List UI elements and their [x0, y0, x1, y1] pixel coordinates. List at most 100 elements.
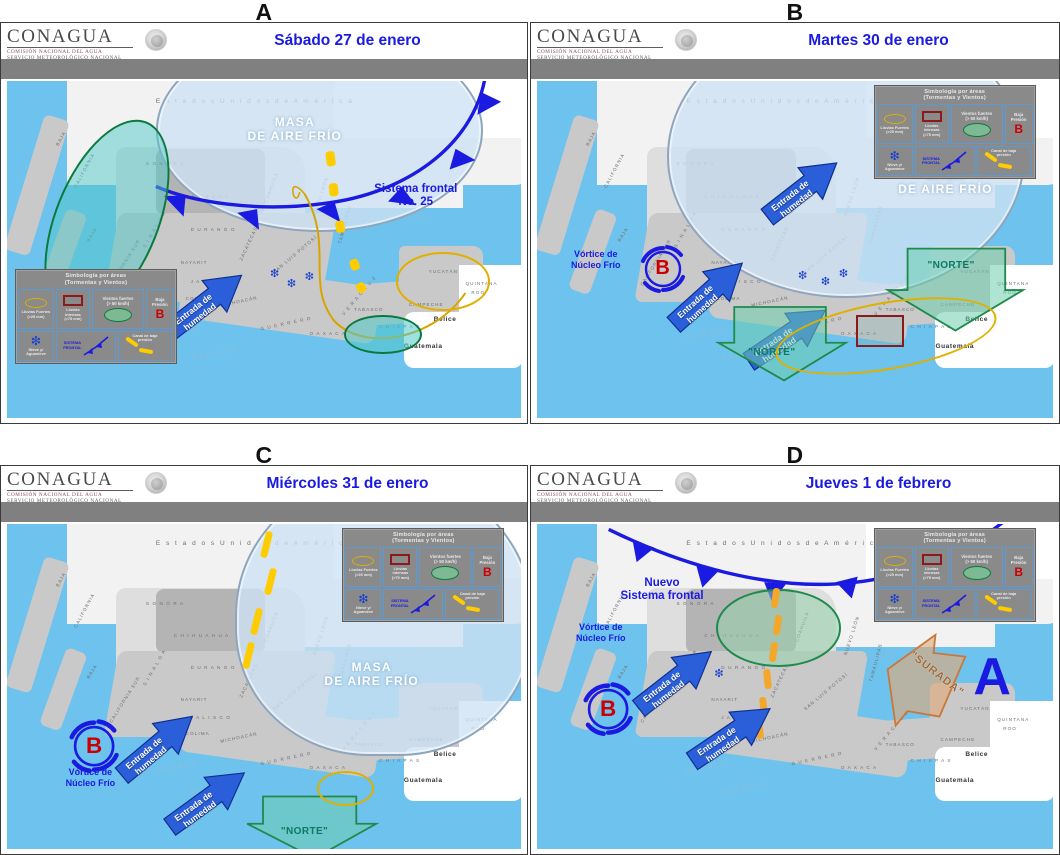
frontal-system-line1: Sistema frontal [374, 182, 458, 195]
legend-caption: Canal de baja [991, 590, 1017, 596]
state-label: COLIMA [185, 731, 210, 737]
legend-cell-strong-wind[interactable]: Vientos fuertes(> 50 km/h) [419, 546, 472, 587]
legend-cell-intense-rain[interactable]: Lluvias intensas(>75 mm) [383, 546, 418, 587]
conagua-subtitle-2: SERVICIO METEOROLÓGICO NACIONAL [7, 498, 122, 504]
state-label: J A L I S C O [190, 714, 231, 720]
yellow-dash-icon [997, 162, 1012, 170]
panel-letter-b: B [786, 0, 804, 25]
legend-cell-heavy-rain[interactable]: Lluvias Fuertes(>25 mm) [345, 546, 382, 587]
state-label: QUINTANA [997, 716, 1030, 722]
air-mass-line2: DE AIRE FRÍO [247, 128, 343, 143]
green-ellipse-icon [431, 565, 460, 580]
snowflake-icon: ❇ [286, 277, 297, 290]
legend-cell-snow[interactable]: ❇Nieve y/Aguanieve [17, 330, 54, 361]
legend-caption: (>75 mm) [64, 316, 82, 322]
legend-caption: Lluvias Fuertes [21, 309, 51, 315]
cold-front-icon [83, 335, 109, 356]
norte-label: "NORTE" [280, 826, 329, 838]
state-label: NAYARIT [180, 696, 208, 702]
vortex-line2: Núcleo Frío [575, 633, 626, 644]
legend-caption: presión [996, 151, 1011, 157]
state-label: C H I A P A S [379, 758, 421, 764]
legend-cell-heavy-rain[interactable]: Lluvias Fuertes(>25 mm) [876, 546, 913, 587]
mexico-government-seal-icon [145, 472, 167, 494]
mexico-government-seal-icon [145, 29, 167, 51]
vortex-swirl-icon [69, 718, 119, 773]
arrow-shape [760, 162, 838, 227]
legend-grid: Lluvias Fuertes(>25 mm)Lluvias intensas(… [17, 288, 174, 361]
state-label: D U R A N G O [190, 664, 236, 670]
vortex-line1: Vórtice de [68, 767, 113, 778]
legend-title-line2: (Tormentas y Vientos) [64, 279, 128, 286]
legend-caption: Nieve y/ [887, 604, 903, 610]
state-label: O A X A C A [840, 330, 878, 336]
legend-cell-intense-rain[interactable]: Lluvias intensas(>75 mm) [914, 546, 949, 587]
legend-cell-strong-wind[interactable]: Vientos fuertes(> 50 km/h) [950, 103, 1003, 144]
legend-title-line1: Simbología por áreas [65, 273, 127, 280]
letter-b-icon: B [1014, 122, 1024, 137]
state-label: J A L I S C O [721, 278, 762, 284]
legend-title-line2: (Tormentas y Vientos) [923, 538, 986, 545]
legend-grid: Lluvias Fuertes(>25 mm)Lluvias intensas(… [345, 546, 502, 619]
usa-label: E s t a d o s U n i d o s d e A m é r i … [686, 540, 885, 548]
legend-title: Simbología por áreas(Tormentas y Vientos… [877, 531, 1033, 547]
legend-cell-heavy-rain[interactable]: Lluvias Fuertes(>25 mm) [17, 288, 54, 329]
weather-map-d: E s t a d o s U n i d o s d e A m é r i … [537, 524, 1053, 849]
arrow-shape [114, 715, 194, 784]
cold-front-icon [941, 594, 967, 614]
mexico-government-seal-icon [675, 472, 697, 494]
legend-cell-snow[interactable]: ❇Nieve y/Aguanieve [876, 588, 913, 619]
legend-caption: Lluvias intensas [65, 307, 81, 317]
legend-caption: Aguanieve [884, 609, 905, 615]
legend-caption: Vientos fuertes [961, 553, 993, 559]
legend-cell-strong-wind[interactable]: Vientos fuertes(> 50 km/h) [91, 288, 144, 329]
conagua-subtitle-2: SERVICIO METEOROLÓGICO NACIONAL [537, 55, 652, 61]
legend-caption: SISTEMA [922, 598, 940, 604]
norte-label: "NORTE" [748, 346, 796, 358]
legend-caption: Vientos fuertes [429, 553, 461, 559]
legend-caption: (>25 mm) [354, 571, 372, 577]
norte-label: "NORTE" [927, 259, 975, 271]
legend-cell-snow[interactable]: ❇Nieve y/Aguanieve [876, 145, 913, 176]
legend-caption: (> 50 km/h) [106, 300, 130, 306]
mexico-government-seal-icon [675, 29, 697, 51]
panel-letter-d: D [786, 442, 804, 468]
state-label: NAYARIT [711, 259, 739, 265]
legend-caption: Canal de baja [132, 332, 158, 338]
legend-cell-strong-wind[interactable]: Vientos fuertes(> 50 km/h) [950, 546, 1003, 587]
legend-cell-heavy-rain[interactable]: Lluvias Fuertes(>25 mm) [876, 103, 913, 144]
state-label: QUINTANA [997, 280, 1030, 286]
weather-map-b: E s t a d o s U n i d o s d e A m é r i … [537, 81, 1053, 418]
legend-cell-intense-rain[interactable]: Lluvias intensas(>75 mm) [914, 103, 949, 144]
snowflake-icon: ❇ [889, 149, 900, 164]
vortex-line1: Vórtice de [578, 622, 623, 633]
snowflake-icon: ❇ [269, 268, 280, 281]
legend-row: Lluvias Fuertes(>25 mm)Lluvias intensas(… [17, 288, 174, 329]
header-grey-bar [1, 502, 527, 522]
arrow-shape [665, 262, 743, 334]
legend-cell-snow[interactable]: ❇Nieve y/Aguanieve [345, 588, 382, 619]
legend-title: Simbología por áreas(Tormentas y Vientos… [345, 531, 501, 547]
arrow-shape [631, 651, 712, 718]
legend-cell-intense-rain[interactable]: Lluvias intensas(>75 mm) [55, 288, 90, 329]
